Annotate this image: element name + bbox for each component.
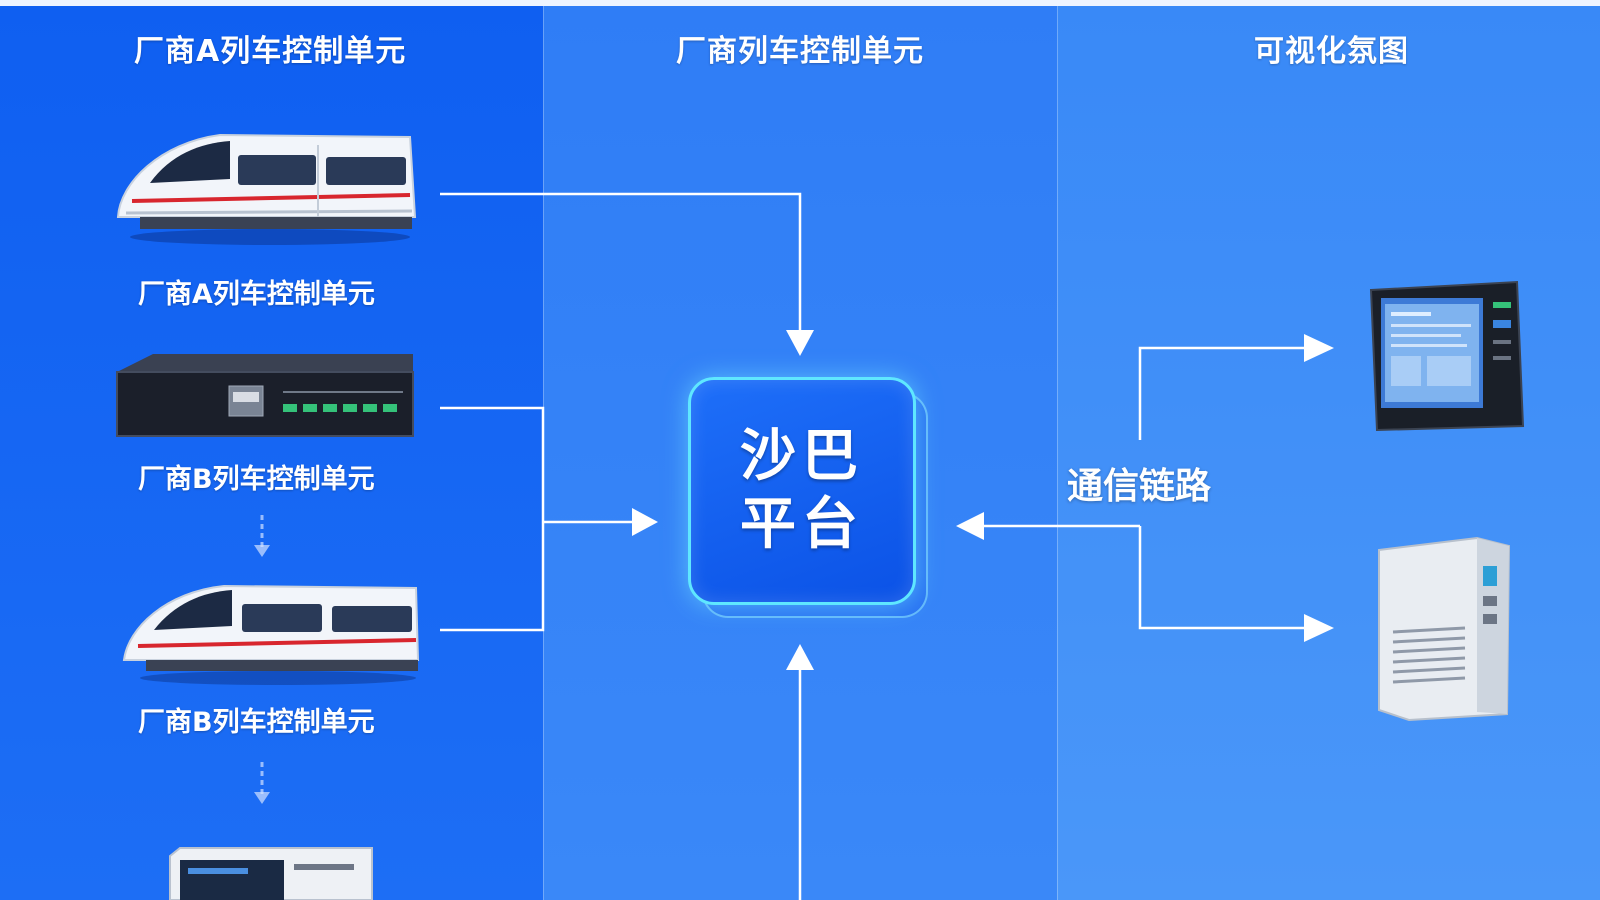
down-arrow-icon bbox=[254, 762, 270, 804]
right-column bbox=[1057, 6, 1600, 900]
train-b-label: 厂商B列车控制单元 bbox=[138, 707, 375, 738]
rack-unit-b-icon bbox=[116, 354, 414, 437]
arrow-head-right bbox=[1304, 614, 1334, 642]
arrow-head-left bbox=[956, 512, 984, 540]
rack-unit-b-label: 厂商B列车控制单元 bbox=[138, 464, 375, 495]
top-strip bbox=[0, 0, 1600, 6]
arrow-head-right bbox=[1304, 334, 1334, 362]
train-b-icon bbox=[122, 584, 420, 685]
arrow-head-down bbox=[786, 330, 814, 356]
central-platform-node: 沙巴 平台 bbox=[688, 377, 916, 605]
hub-label-line1: 沙巴 bbox=[740, 424, 864, 489]
left-column-title: 厂商A列车控制单元 bbox=[134, 34, 407, 69]
train-a-icon bbox=[116, 133, 417, 245]
right-column-title: 可视化氛图 bbox=[1254, 34, 1409, 69]
train-a-label: 厂商A列车控制单元 bbox=[138, 279, 375, 310]
communication-link-label: 通信链路 bbox=[1067, 466, 1212, 507]
monitor-terminal-icon bbox=[1369, 280, 1525, 432]
arrow-head-right bbox=[632, 508, 658, 536]
hub-label-line2: 平台 bbox=[740, 492, 864, 557]
arrow-head-up bbox=[786, 644, 814, 670]
control-cabinet-icon bbox=[169, 847, 373, 900]
down-arrow-icon bbox=[254, 515, 270, 557]
middle-column-title: 厂商列车控制单元 bbox=[676, 34, 924, 69]
server-cabinet-icon bbox=[1378, 536, 1511, 721]
